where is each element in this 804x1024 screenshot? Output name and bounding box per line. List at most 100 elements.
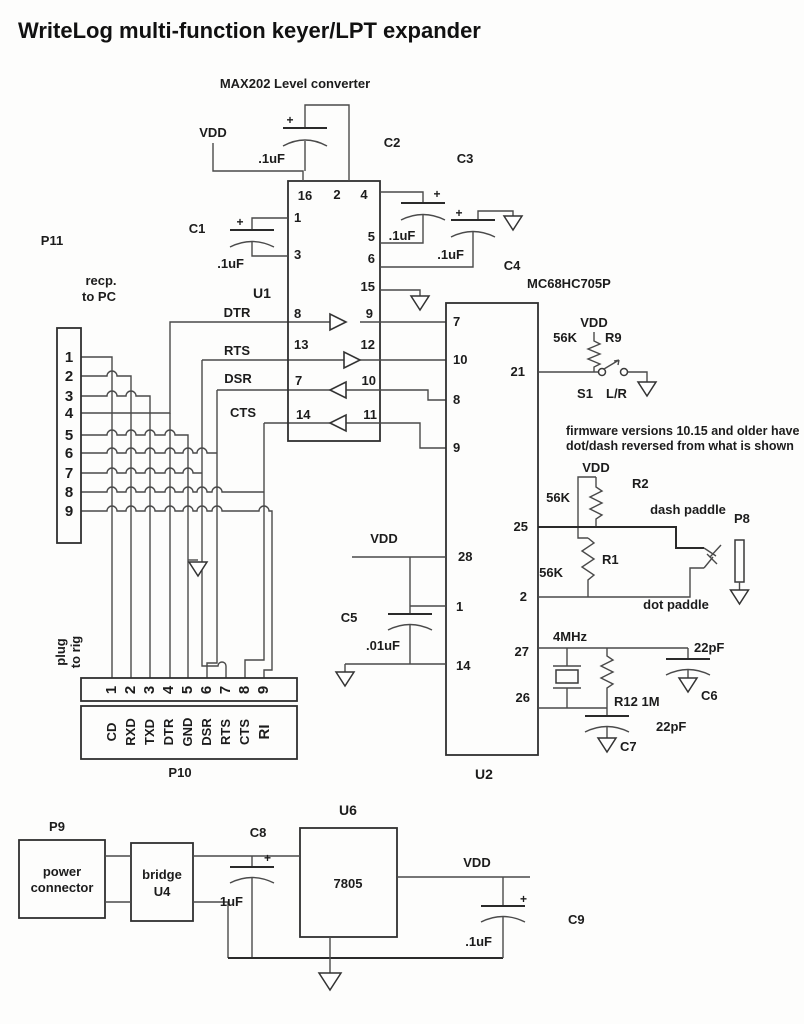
r9-value: 56K	[553, 330, 577, 345]
u2-pin25: 25	[514, 519, 528, 534]
power-label2: connector	[31, 880, 94, 895]
dash-paddle-label: dash paddle	[650, 502, 726, 517]
u1-pin11: 11	[363, 407, 377, 422]
u1-pin9: 9	[366, 306, 373, 321]
u6-body	[299, 827, 398, 938]
u1-pin3: 3	[294, 247, 301, 262]
p10-sig-txd: TXD	[142, 719, 157, 745]
c3-plus: +	[433, 187, 440, 201]
bridge-body	[130, 842, 194, 922]
c4-ref: C4	[504, 258, 521, 273]
c6-ref: C6	[701, 688, 718, 703]
u1-pin8: 8	[294, 306, 301, 321]
c5-value: .01uF	[366, 638, 400, 653]
u2-pin7: 7	[453, 314, 460, 329]
p10-pin1: 1	[103, 686, 120, 694]
power-label1: power	[43, 864, 81, 879]
vdd-label-out: VDD	[463, 855, 490, 870]
switch-s1: VDD 56K R9 S1 L/R	[538, 315, 658, 401]
vdd-label-r9: VDD	[580, 315, 607, 330]
u2-mcu: MC68HC705P U2 7 10 8 9 28 1 14 21 25 2 2…	[445, 276, 611, 782]
u1-pin15: 15	[361, 279, 375, 294]
u2-pin28: 28	[458, 549, 472, 564]
p11-pin2: 2	[65, 368, 73, 385]
p10-desc2: to rig	[68, 636, 83, 669]
c1-plus: +	[236, 215, 243, 229]
r12-ref: R12 1M	[614, 694, 660, 709]
power-connector-body	[18, 839, 106, 919]
u2-body	[445, 302, 539, 756]
c8-value: 1uF	[220, 894, 243, 909]
u2-ref: U2	[475, 766, 493, 782]
label-cts: CTS	[230, 405, 256, 420]
ground-icon	[334, 671, 356, 688]
xtal-value: 4MHz	[553, 629, 587, 644]
r2-value: 56K	[546, 490, 570, 505]
paddle-section: VDD R2 56K dash paddle P8 R1 56K dot pad…	[538, 460, 750, 612]
c2-ref: C2	[384, 135, 401, 150]
p10-pin4: 4	[160, 685, 177, 694]
c7-ref: C7	[620, 739, 637, 754]
c9-plus: +	[520, 892, 527, 906]
ground-icon	[317, 972, 343, 992]
vdd-label-u1: VDD	[199, 125, 226, 140]
r1-value: 56K	[539, 565, 563, 580]
c1-ref: C1	[189, 221, 206, 236]
u2-pin27: 27	[515, 644, 529, 659]
firmware-note-line2: dot/dash reversed from what is shown	[566, 439, 794, 453]
c9-ref: C9	[568, 912, 585, 927]
r1-ref: R1	[602, 552, 619, 567]
u6-part: 7805	[334, 876, 363, 891]
label-dsr: DSR	[224, 371, 252, 386]
wire-tangle	[81, 321, 344, 678]
c4-plus: +	[455, 206, 462, 220]
p11-pin3: 3	[65, 388, 73, 405]
buffer-rts	[343, 350, 362, 370]
p10-sig-cts: CTS	[237, 719, 252, 745]
c7-value: 22pF	[656, 719, 686, 734]
p10-sig-cd: CD	[104, 723, 119, 742]
p9-ref: P9	[49, 819, 65, 834]
c4-value: .1uF	[437, 247, 464, 262]
ground-icon	[677, 677, 699, 694]
p10-pin8: 8	[236, 686, 253, 694]
p10-ref: P10	[168, 765, 191, 780]
c8-plus: +	[264, 851, 271, 865]
c3-value: .1uF	[389, 228, 416, 243]
r2-ref: R2	[632, 476, 649, 491]
p10-sig-rts: RTS	[218, 719, 233, 745]
p10-connector: plug to rig 1 2 3 4 5 6 7 8 9 CD RXD TXD…	[53, 636, 298, 780]
p10-pin-row	[80, 677, 298, 702]
u1-pin6: 6	[368, 251, 375, 266]
u1-pin14: 14	[296, 407, 311, 422]
p11-desc1: recp.	[85, 273, 116, 288]
u2-pin14: 14	[456, 658, 471, 673]
label-dtr: DTR	[224, 305, 251, 320]
u1-pin7: 7	[295, 373, 302, 388]
u1-pin10: 10	[362, 373, 376, 388]
c1-value: .1uF	[217, 256, 244, 271]
max202-heading: MAX202 Level converter	[220, 76, 370, 91]
bridge-label: bridge	[142, 867, 182, 882]
u1-pin13: 13	[294, 337, 308, 352]
u2-pin26: 26	[516, 690, 530, 705]
vdd-label-r2: VDD	[582, 460, 609, 475]
p11-pin1: 1	[65, 349, 73, 366]
p10-signal-row	[80, 705, 298, 760]
p10-pin6: 6	[198, 686, 215, 694]
p10-sig-dtr: DTR	[161, 718, 176, 745]
u6-ref: U6	[339, 802, 357, 818]
p11-connector: P11 recp. to PC 1 2 3 4 5 6 7 8 9	[41, 233, 117, 544]
c8-ref: C8	[250, 825, 267, 840]
c6-value: 22pF	[694, 640, 724, 655]
u2-pin10: 10	[453, 352, 467, 367]
p11-pin8: 8	[65, 484, 73, 501]
u1-pin16: 16	[298, 188, 312, 203]
vdd-label-u2: VDD	[370, 531, 397, 546]
s1-ref: S1	[577, 386, 593, 401]
u4-ref: U4	[154, 884, 171, 899]
c2-value: .1uF	[258, 151, 285, 166]
p11-pin5: 5	[65, 427, 73, 444]
s1-label: L/R	[606, 386, 628, 401]
